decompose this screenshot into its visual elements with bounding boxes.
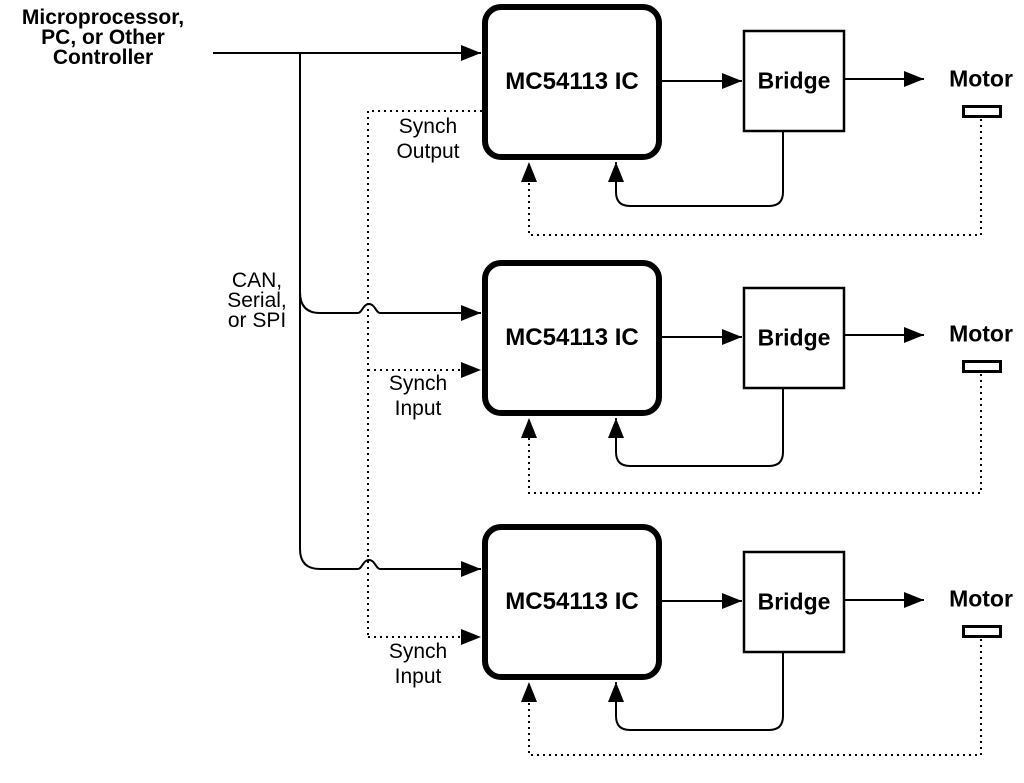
motor-box-1 bbox=[962, 105, 1002, 118]
motor-label-2: Motor bbox=[949, 320, 1013, 347]
synch-input-label-3: Synch Input bbox=[388, 640, 448, 688]
motor-label-3: Motor bbox=[949, 585, 1013, 612]
bridge-label-1: Bridge bbox=[757, 67, 831, 94]
bridge-box-1 bbox=[742, 29, 846, 133]
ic-box-2 bbox=[482, 260, 662, 416]
bridge-feedback-line-2 bbox=[608, 388, 784, 467]
ic-label-2: MC54113 IC bbox=[505, 324, 639, 351]
bridge-box-3 bbox=[742, 550, 846, 654]
ic-box-3 bbox=[482, 524, 662, 680]
motor-box-2 bbox=[962, 360, 1002, 373]
bridge-feedback-line-3 bbox=[608, 652, 784, 731]
ic-label-3: MC54113 IC bbox=[505, 588, 639, 615]
controller-label: Microprocessor, PC, or Other Controller bbox=[21, 6, 185, 69]
bus-label: CAN, Serial, or SPI bbox=[227, 269, 287, 332]
synch-input-label-2: Synch Input bbox=[388, 372, 448, 420]
bus-vertical-and-ic3-entry-line bbox=[299, 53, 481, 577]
motor-feedback-line-3 bbox=[521, 639, 982, 756]
motor-label-1: Motor bbox=[949, 65, 1013, 92]
bus-branch-ic2-entry-line bbox=[299, 291, 481, 321]
bridge-box-2 bbox=[742, 286, 846, 390]
motor-box-3 bbox=[962, 625, 1002, 638]
synch-output-label: Synch Output bbox=[396, 115, 460, 163]
ic-box-1 bbox=[482, 4, 662, 160]
motor-feedback-line-1 bbox=[521, 119, 982, 236]
ic-label-1: MC54113 IC bbox=[505, 68, 639, 95]
bridge-label-3: Bridge bbox=[757, 588, 831, 615]
bridge-feedback-line-1 bbox=[608, 132, 784, 207]
bridge-label-2: Bridge bbox=[757, 324, 831, 351]
